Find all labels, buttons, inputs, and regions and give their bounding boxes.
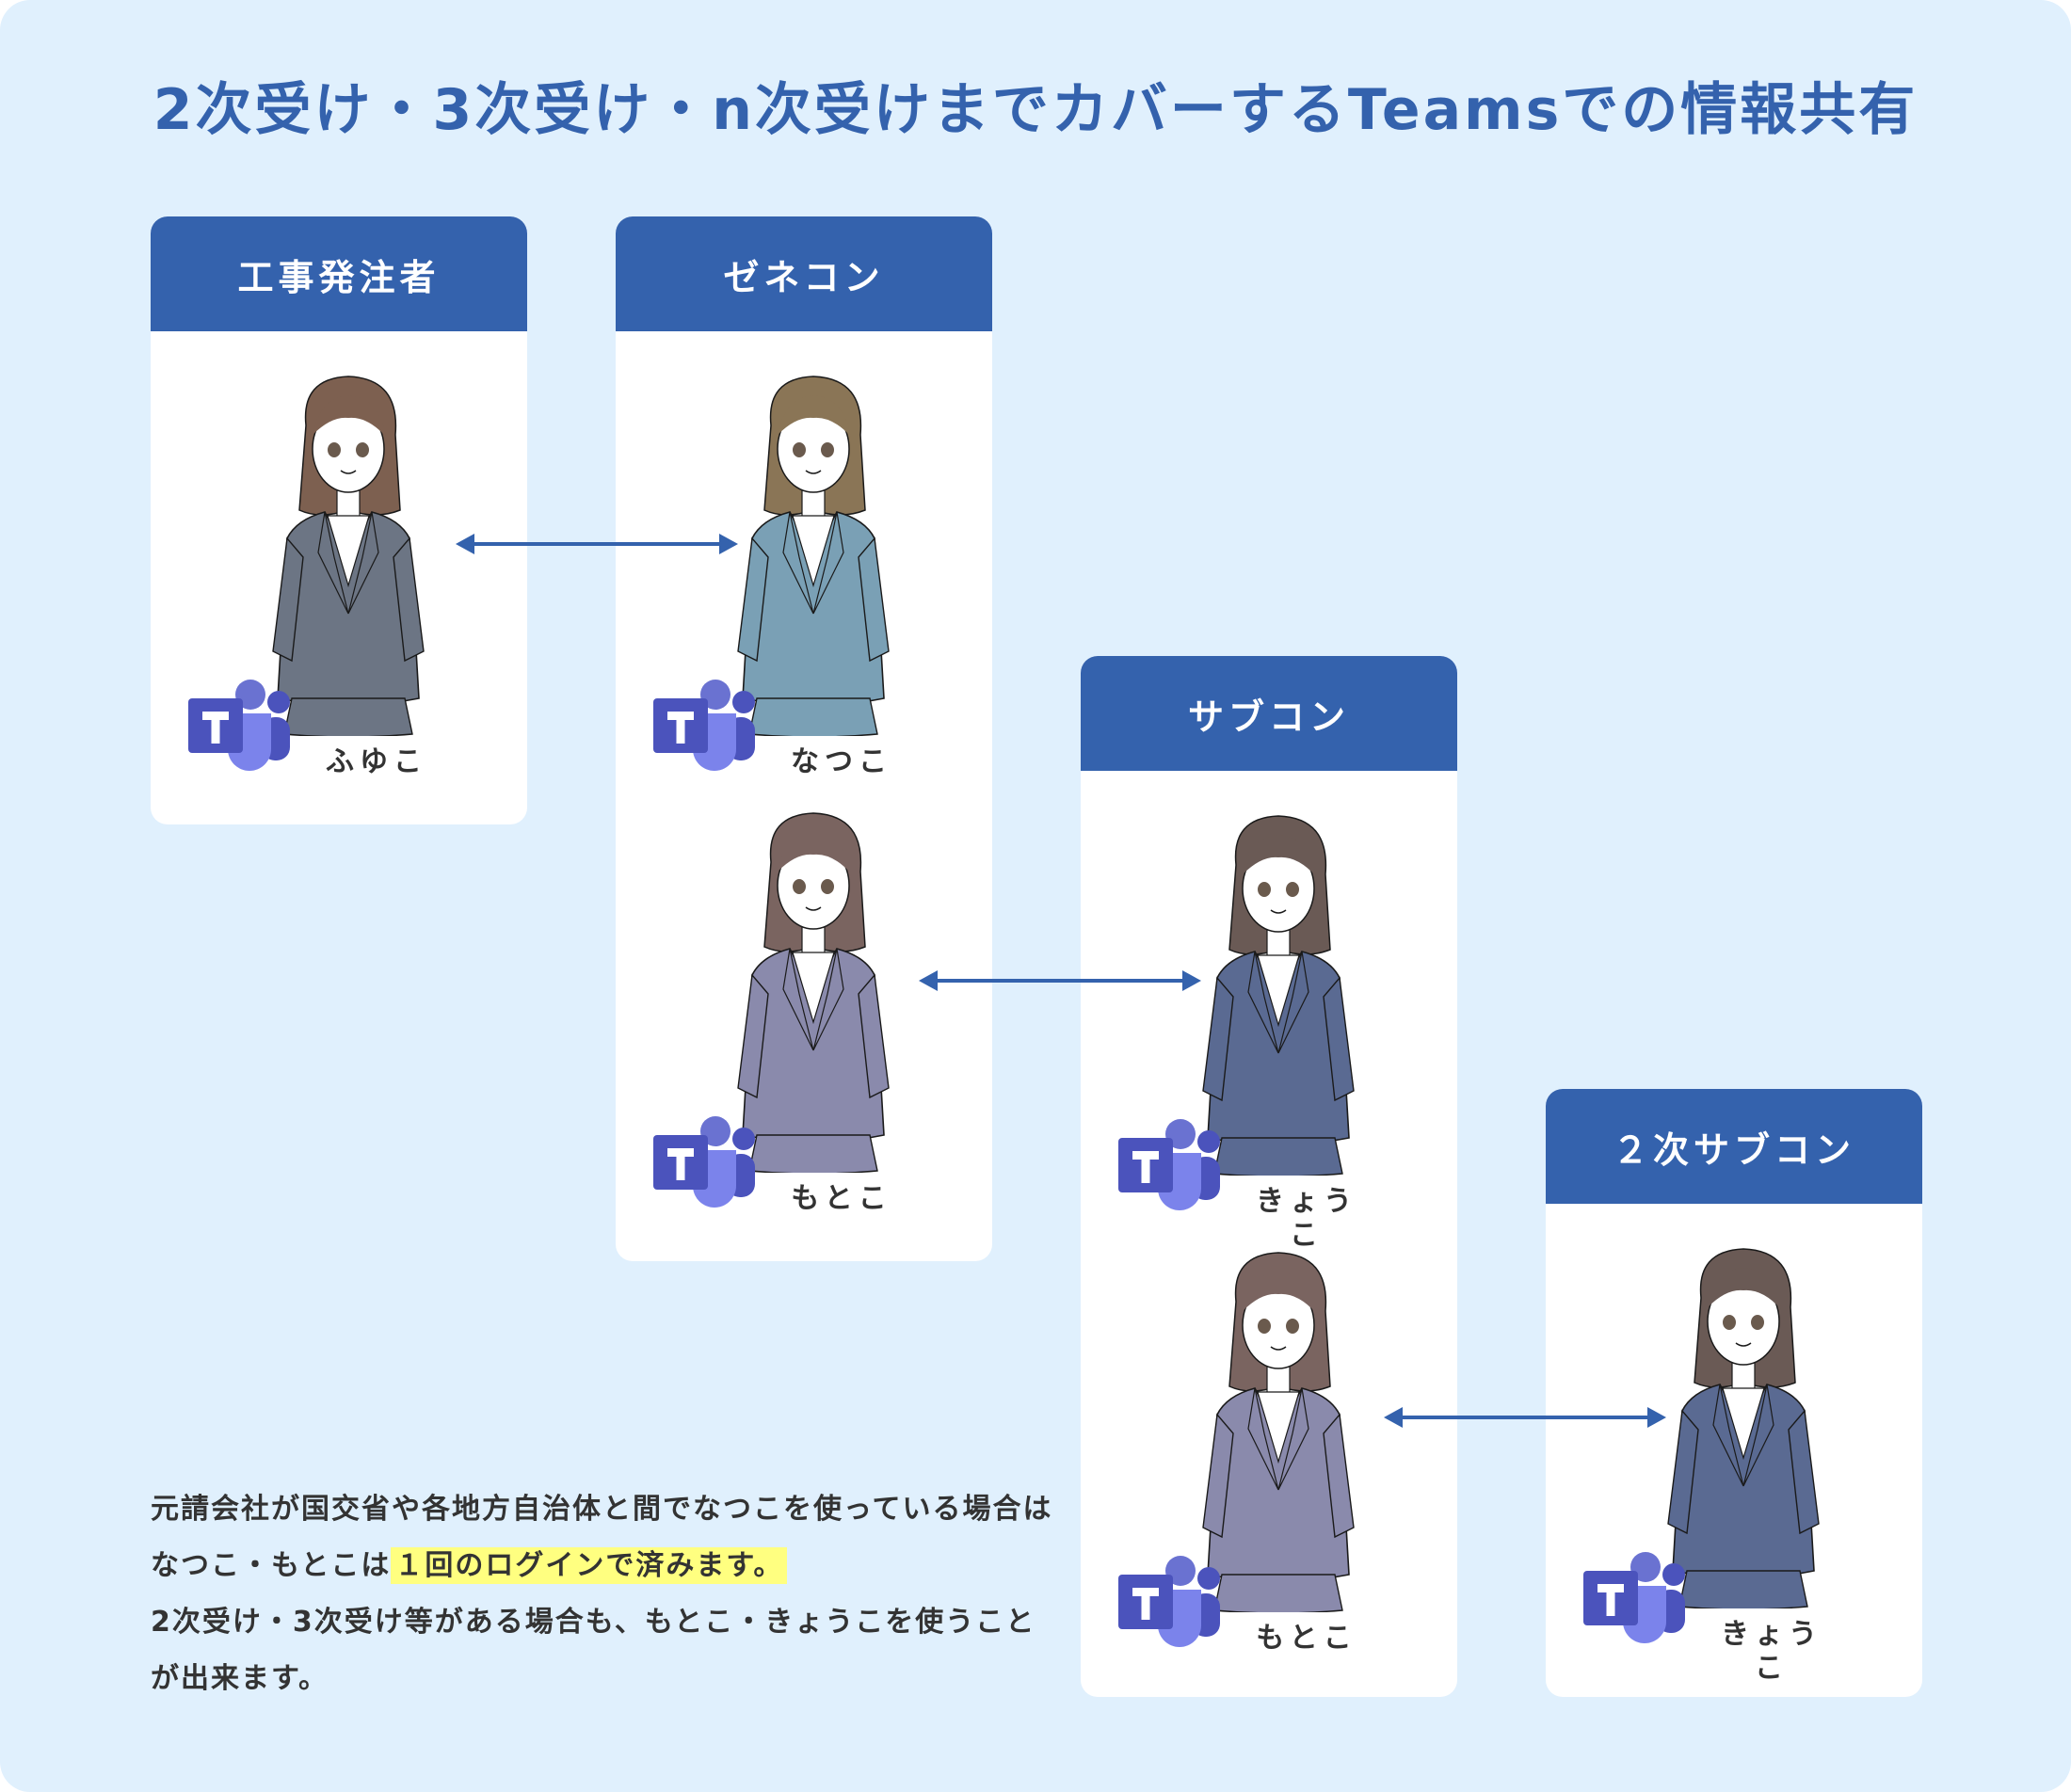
card-general-contractor: ゼネコン なつこ もとこ — [616, 216, 992, 1261]
left-eye — [1258, 1319, 1271, 1334]
left-arm — [737, 536, 769, 663]
mouth — [805, 470, 822, 474]
member-name: なつこ — [791, 745, 892, 778]
right-arm — [858, 973, 890, 1099]
shirt — [327, 515, 370, 588]
shirt — [792, 515, 835, 588]
right-lapel — [812, 511, 844, 615]
skirt — [283, 697, 413, 736]
teams-icon — [1116, 1113, 1224, 1211]
shirt — [1722, 1387, 1765, 1461]
right-arm — [1788, 1409, 1820, 1535]
teams-icon — [1116, 1550, 1224, 1648]
right-eye — [1751, 1315, 1764, 1330]
bangs — [778, 832, 851, 873]
bangs — [1243, 835, 1316, 876]
card-header: 工事発注者 — [151, 216, 527, 331]
bangs — [1708, 1268, 1781, 1309]
member-slot: きょうこ — [1546, 1204, 1922, 1685]
card-header: サブコン — [1081, 656, 1457, 771]
member-slot: もとこ — [616, 768, 992, 1215]
right-lapel — [1742, 1384, 1774, 1487]
skirt — [748, 697, 878, 736]
card-second-subcontractor: ２次サブコン きょうこ — [1546, 1089, 1922, 1697]
shirt — [1257, 1391, 1300, 1464]
right-arm — [858, 536, 890, 663]
shirt — [1257, 954, 1300, 1028]
member-slot: きょうこ — [1081, 771, 1457, 1252]
bangs — [778, 395, 851, 437]
right-eye — [821, 879, 834, 894]
member-name: もとこ — [1256, 1622, 1357, 1655]
member-slot: なつこ — [616, 331, 992, 778]
bidirectional-arrow — [456, 534, 738, 554]
teams-icon — [651, 674, 759, 772]
person-illustration-motoko — [1202, 1252, 1355, 1612]
person-illustration-natsuko — [737, 376, 890, 736]
skirt — [1213, 1137, 1343, 1176]
skirt — [1213, 1574, 1343, 1612]
left-arm — [1202, 1413, 1234, 1539]
shirt — [792, 952, 835, 1025]
right-eye — [821, 442, 834, 457]
card-header: ゼネコン — [616, 216, 992, 331]
right-eye — [356, 442, 369, 457]
right-arm — [1323, 976, 1355, 1102]
member-slot: もとこ — [1081, 1208, 1457, 1655]
left-arm — [1667, 1409, 1699, 1535]
highlighted-text: １回のログインで済みます。 — [391, 1547, 788, 1584]
right-lapel — [1277, 1387, 1309, 1491]
skirt — [748, 1134, 878, 1173]
person-illustration-kyouko — [1202, 815, 1355, 1176]
description-part2: 2次受け・3次受け等がある場合も、もとこ・きょうこを使うことが出来ます。 — [151, 1606, 1036, 1695]
right-eye — [1286, 882, 1299, 897]
mouth — [1270, 909, 1287, 914]
card-client: 工事発注者 ふゆこ — [151, 216, 527, 824]
member-name: きょうこ — [1721, 1618, 1822, 1685]
right-lapel — [1277, 951, 1309, 1054]
member-name: もとこ — [791, 1182, 892, 1215]
left-eye — [1258, 882, 1271, 897]
description-part1: 元請会社が国交省や各地方自治体と間でなつこを使っている場合はなつこ・もとこは — [151, 1493, 1053, 1582]
teams-icon — [651, 1111, 759, 1208]
teams-icon — [186, 674, 294, 772]
right-lapel — [347, 511, 379, 615]
bidirectional-arrow — [1384, 1407, 1666, 1428]
right-arm — [1323, 1413, 1355, 1539]
mouth — [340, 470, 357, 474]
teams-icon — [1581, 1546, 1689, 1644]
member-name: ふゆこ — [326, 745, 427, 778]
person-illustration-fuyuko — [272, 376, 425, 736]
right-lapel — [812, 948, 844, 1051]
member-name: きょうこ — [1256, 1185, 1357, 1252]
left-eye — [1723, 1315, 1736, 1330]
mouth — [1735, 1342, 1752, 1347]
bidirectional-arrow — [919, 970, 1201, 991]
left-arm — [737, 973, 769, 1099]
left-arm — [272, 536, 304, 663]
person-illustration-kyouko — [1667, 1248, 1820, 1608]
page-title: 2次受け・3次受け・n次受けまでカバーするTeamsでの情報共有 — [153, 77, 1918, 143]
card-header: ２次サブコン — [1546, 1089, 1922, 1204]
right-arm — [393, 536, 425, 663]
right-eye — [1286, 1319, 1299, 1334]
mouth — [1270, 1346, 1287, 1351]
member-slot: ふゆこ — [151, 331, 527, 778]
left-eye — [793, 879, 806, 894]
person-illustration-motoko — [737, 812, 890, 1173]
skirt — [1678, 1570, 1808, 1608]
bangs — [1243, 1272, 1316, 1313]
bangs — [313, 395, 386, 437]
left-arm — [1202, 976, 1234, 1102]
left-eye — [328, 442, 341, 457]
card-subcontractor: サブコン きょうこ もとこ — [1081, 656, 1457, 1697]
mouth — [805, 906, 822, 911]
left-eye — [793, 442, 806, 457]
